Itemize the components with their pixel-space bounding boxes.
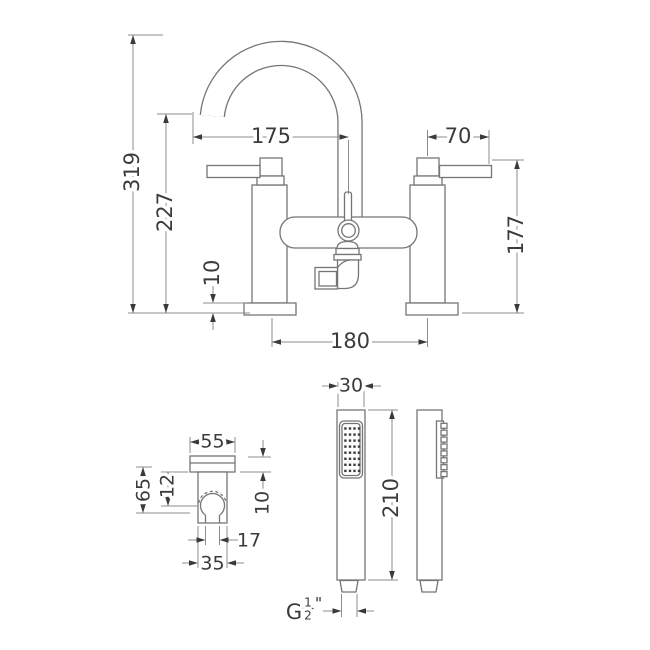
dim-bracket-height: 65 (133, 478, 155, 502)
mixer-left-handle (206, 157, 285, 186)
mixer-right-handle (413, 157, 493, 186)
dim-overall-height: 319 (120, 152, 144, 192)
handset-dimension-lines (322, 385, 393, 612)
mixer-spout (199, 40, 363, 221)
dim-spout-reach: 175 (251, 124, 291, 148)
dim-handset-width: 30 (339, 375, 363, 397)
mixer-right-base-flange (405, 302, 459, 316)
mixer-arrows (130, 35, 520, 345)
handset-extension-lines (337, 380, 398, 617)
dim-plate-drop: 12 (157, 474, 179, 498)
handset-front-view: 30 210 G 1 2 " (282, 371, 406, 628)
dim-plate-width: 55 (200, 431, 224, 453)
thread-size-label: G 1 2 " (282, 590, 325, 628)
handset-arrows (329, 383, 395, 614)
dim-plate-thickness: 10 (252, 491, 274, 515)
mixer-left-base-flange (243, 302, 297, 316)
thread-suffix: " (315, 594, 322, 613)
mixer-right-column (409, 184, 446, 304)
thread-prefix: G (286, 600, 302, 624)
mixer-left-column (251, 184, 288, 304)
dim-base-thickness: 10 (200, 260, 224, 287)
spray-nozzle-dots (344, 427, 361, 473)
handset-thread-connector (339, 579, 359, 593)
handset-side-connector (419, 579, 439, 593)
dim-spout-height: 227 (153, 192, 177, 232)
bracket-hook-hole (199, 492, 226, 516)
thread-denominator: 2 (304, 609, 312, 623)
mixer-front-view: 319 227 175 70 177 10 180 (117, 34, 532, 357)
mixer-dimension-lines (132, 35, 518, 343)
dim-body-height: 177 (504, 215, 528, 255)
wall-bracket-view: 55 12 65 10 17 35 (129, 427, 277, 578)
dim-hook-opening: 17 (237, 530, 261, 552)
dim-tap-centres: 180 (330, 329, 370, 353)
dim-handle-projection: 70 (445, 124, 472, 148)
bracket-plate (189, 455, 236, 473)
handset-side-view (416, 409, 448, 593)
handset-side-nozzles (440, 422, 448, 478)
dim-bracket-body-width: 35 (200, 553, 224, 575)
spray-face-inner (341, 422, 361, 477)
bracket-extension-lines (136, 437, 271, 568)
dim-handset-length: 210 (379, 478, 403, 518)
bracket-body (197, 471, 228, 524)
thread-numerator: 1 (304, 596, 312, 610)
bracket-hidden-arc (198, 490, 227, 504)
hose-outlet-elbow (314, 240, 362, 290)
bracket-arrows (140, 439, 266, 566)
